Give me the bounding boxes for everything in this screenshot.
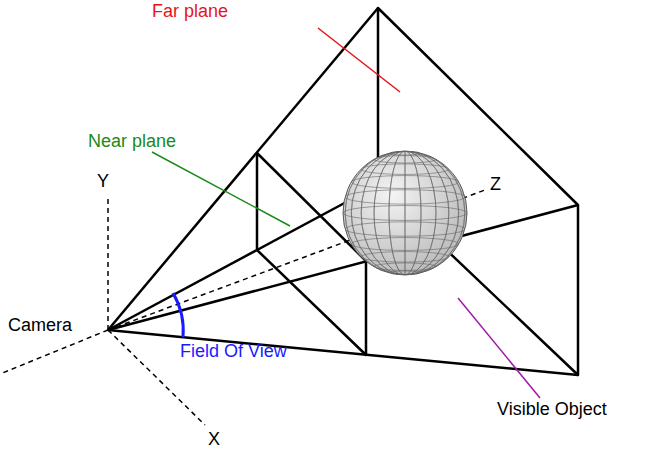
sphere-object [343, 151, 467, 275]
camera-label: Camera [8, 316, 72, 336]
fov-arc [173, 293, 183, 337]
leader-line [458, 298, 540, 398]
plane-label: Far plane [152, 2, 228, 22]
object-label: Visible Object [497, 400, 607, 420]
leader-line [152, 152, 290, 226]
axis-label: Z [490, 175, 501, 195]
leader-line [318, 28, 400, 92]
plane-label: Near plane [88, 132, 176, 152]
axis-label: Y [97, 172, 109, 192]
fov-label: Field Of View [180, 342, 287, 362]
axis-label: X [208, 430, 220, 450]
frustum-edges [108, 8, 578, 375]
